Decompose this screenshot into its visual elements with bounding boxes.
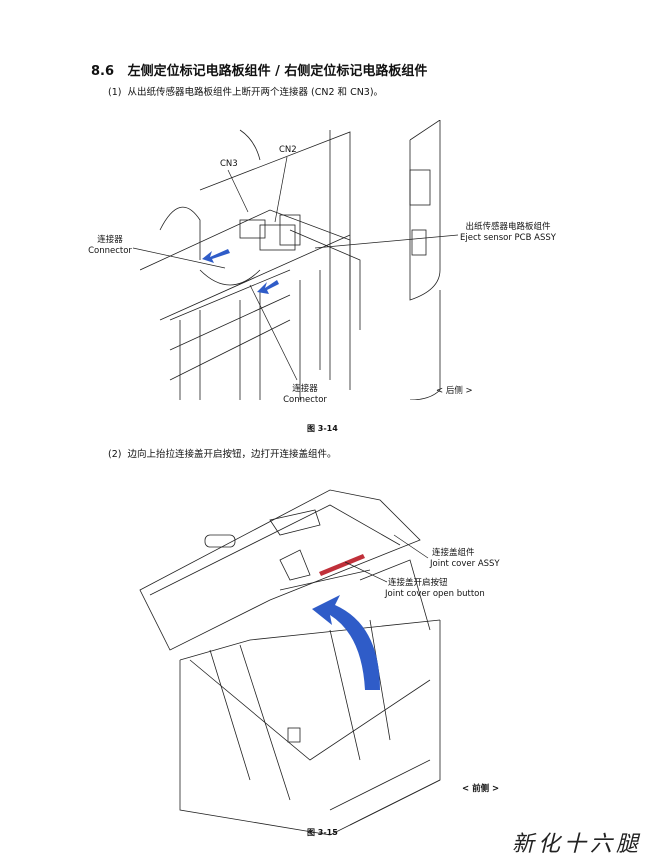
label-zh: 出纸传感器电路板组件 — [465, 222, 551, 232]
eject-sensor-label: 出纸传感器电路板组件 Eject sensor PCB ASSY — [460, 222, 556, 244]
figure-caption: 图 3-14 — [307, 424, 338, 433]
connector-bottom-label: 连接器 Connector — [280, 384, 330, 406]
section-title: 左侧定位标记电路板组件 / 右侧定位标记电路板组件 — [127, 64, 428, 79]
front-view-label: < 前侧 > — [462, 784, 500, 794]
figure-caption: 图 3-15 — [307, 828, 338, 837]
section-heading: 8.6 左侧定位标记电路板组件 / 右侧定位标记电路板组件 — [91, 60, 427, 79]
label-en: Joint cover open button — [385, 589, 485, 599]
section-number: 8.6 — [91, 64, 115, 79]
blue-arrow-icon — [257, 280, 279, 294]
step-text: 从出纸传感器电路板组件上断开两个连接器 (CN2 和 CN3)。 — [127, 87, 384, 98]
step-number: (1) — [108, 87, 122, 98]
label-en: Connector — [88, 246, 132, 256]
watermark: 新化十六腿 — [512, 832, 643, 857]
figure-3-15-illustration — [139, 489, 441, 836]
red-open-button-marker — [319, 554, 365, 576]
joint-cover-button-label: 连接盖开启按钮 Joint cover open button — [385, 578, 485, 600]
step-text: 边向上抬拉连接盖开启按钮，边打开连接盖组件。 — [127, 449, 337, 460]
label-en: Eject sensor PCB ASSY — [460, 233, 556, 243]
step-1: (1) 从出纸传感器电路板组件上断开两个连接器 (CN2 和 CN3)。 — [108, 84, 383, 98]
blue-curved-arrow-icon — [312, 595, 380, 690]
connector-left-label: 连接器 Connector — [88, 235, 132, 257]
joint-cover-assy-label: 连接盖组件 Joint cover ASSY — [430, 548, 500, 570]
label-zh: 连接盖组件 — [432, 548, 475, 558]
label-zh: 连接器 — [292, 384, 318, 394]
cn3-label: CN3 — [220, 159, 238, 169]
figure-3-14-leader-lines — [132, 156, 459, 381]
label-en: Connector — [283, 395, 327, 405]
step-number: (2) — [108, 449, 122, 460]
blue-arrow-icon — [202, 249, 230, 263]
label-zh: 连接器 — [97, 235, 123, 245]
label-zh: 连接盖开启按钮 — [388, 578, 448, 588]
label-en: Joint cover ASSY — [430, 559, 500, 569]
cn2-label: CN2 — [279, 145, 297, 155]
figure-3-14-illustration — [140, 120, 441, 400]
step-2: (2) 边向上抬拉连接盖开启按钮，边打开连接盖组件。 — [108, 446, 337, 460]
rear-view-label: < 后侧 > — [436, 386, 473, 396]
